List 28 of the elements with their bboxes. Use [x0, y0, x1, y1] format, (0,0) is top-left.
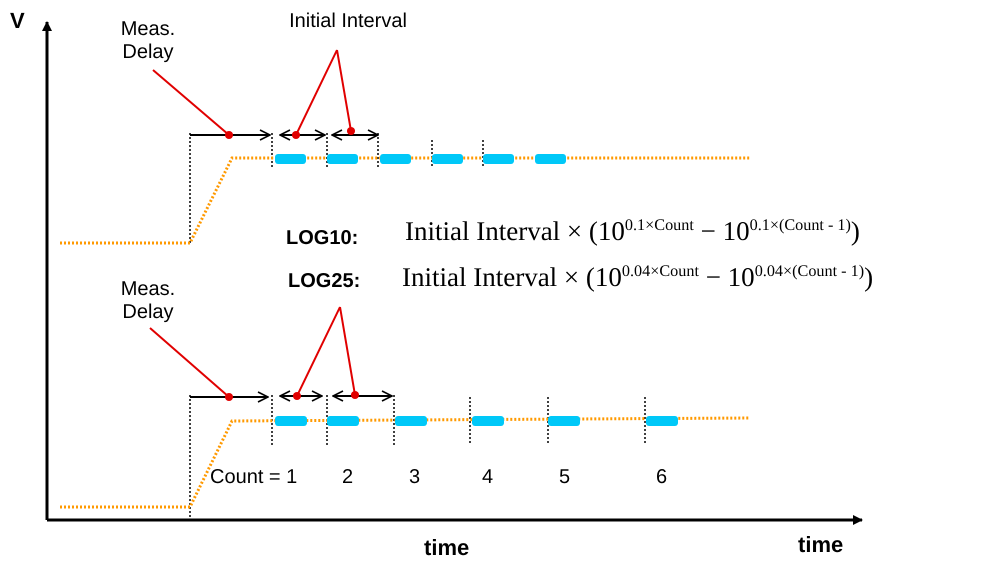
callout-label: Initial Interval: [273, 10, 423, 33]
leader-line: [339, 306, 360, 400]
dimension-arrow: [190, 391, 269, 403]
count-label: 5: [559, 466, 570, 489]
formula: Initial Interval × (10$^{0.04×Count}$ − 10$^{0.04×(Count - 1)}$): [402, 262, 874, 294]
dimension-arrow: [279, 129, 326, 141]
leader-line: [292, 50, 338, 140]
count-label: Count = 1: [210, 466, 298, 489]
leader-line: [292, 306, 341, 400]
leader-line: [152, 69, 234, 140]
formula: Initial Interval × (10$^{0.1×Count}$ − 10$^{0.1×(Count - 1)}$): [405, 216, 860, 248]
callout-label: Meas. Delay: [103, 18, 193, 64]
callout-label: Meas. Delay: [103, 278, 193, 324]
count-label: 3: [409, 466, 420, 489]
axis-label: V: [10, 8, 25, 34]
count-label: 2: [342, 466, 354, 489]
dimension-arrow: [332, 390, 393, 402]
count-label: 6: [656, 466, 668, 489]
leader-line: [149, 327, 234, 402]
dimension-arrow: [190, 129, 271, 141]
formula-name: LOG10:: [286, 227, 358, 250]
axis-label: time: [424, 535, 470, 560]
axis-label: time: [798, 532, 844, 558]
dimension-arrow: [279, 390, 323, 402]
dimension-arrow: [331, 129, 379, 141]
leader-line: [336, 50, 356, 136]
count-label: 4: [482, 466, 494, 489]
formula-name: LOG25:: [288, 270, 360, 293]
